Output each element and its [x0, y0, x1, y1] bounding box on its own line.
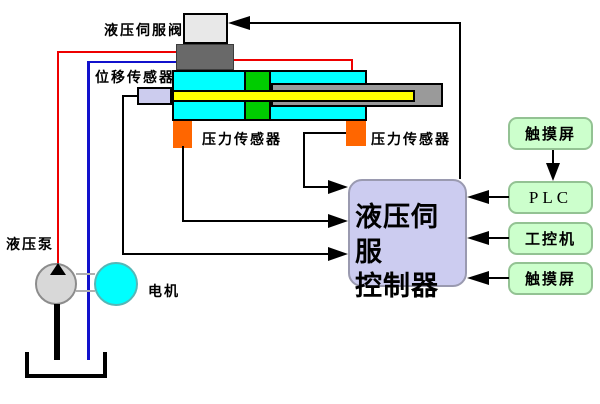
ipc-box: 工控机 [508, 222, 593, 255]
motor-label: 电机 [148, 284, 180, 300]
pump-suction-pipe [54, 304, 60, 360]
valve-command-line-horizontal [245, 22, 461, 24]
hmi-to-controller-line [488, 277, 509, 279]
servo-valve-body [176, 44, 234, 70]
valve-command-arrowhead [228, 16, 250, 30]
displacement-feedback-h2 [122, 253, 332, 255]
displacement-feedback-arrowhead [328, 247, 348, 261]
ipc-to-controller-line [488, 237, 509, 239]
pump-circle [35, 263, 77, 305]
coupling-line-top [76, 273, 95, 275]
pressure-right-feedback-arrowhead [328, 180, 348, 194]
plc-to-controller-arrowhead [467, 190, 489, 204]
plc-to-controller-line [488, 196, 509, 198]
oil-tank [25, 352, 107, 378]
pressure-right-feedback-h1 [303, 132, 346, 134]
motor-circle [94, 262, 138, 306]
hmi-bottom-box: 触摸屏 [508, 262, 593, 295]
displacement-sensor-box [137, 87, 172, 105]
hmi-bottom-label: 触摸屏 [524, 270, 576, 288]
pressure-right-feedback-v [303, 132, 305, 188]
displacement-sensor-label: 位移传感器 [95, 70, 175, 86]
plc-label: PLC [528, 187, 573, 207]
pump-flow-triangle [50, 263, 66, 275]
controller-label-line1: 液压伺服 [355, 202, 439, 268]
supply-line-red-horizontal [57, 51, 177, 53]
pressure-left-feedback-v [182, 146, 184, 222]
valve-command-line-vertical [459, 22, 461, 179]
piston-rod-yellow [172, 90, 415, 102]
pressure-sensor-left [173, 121, 192, 148]
hmi-top-box: 触摸屏 [508, 117, 593, 150]
servo-valve-label: 液压伺服阀 [104, 23, 184, 39]
displacement-feedback-h1 [122, 95, 138, 97]
coupling-line-bottom [76, 290, 95, 292]
ipc-to-controller-arrowhead [467, 231, 489, 245]
pump-label: 液压泵 [6, 237, 54, 253]
ipc-label: 工控机 [524, 230, 576, 248]
plc-box: PLC [508, 181, 593, 214]
hmi-to-plc-arrowhead [546, 163, 560, 181]
pressure-sensor-left-label: 压力传感器 [202, 132, 282, 148]
pressure-sensor-right [346, 121, 366, 146]
return-line-blue-horizontal [87, 61, 177, 63]
rod-side-line-red-horizontal [232, 59, 353, 61]
controller-label-line2: 控制器 [355, 271, 439, 303]
hmi-to-plc-line [552, 150, 554, 165]
hmi-top-label: 触摸屏 [524, 125, 576, 143]
rod-side-line-red-vertical [351, 59, 353, 72]
controller-box: 液压伺服 控制器 [348, 179, 467, 302]
pressure-left-feedback-arrowhead [328, 214, 348, 228]
pressure-left-feedback-h [182, 220, 332, 222]
displacement-feedback-v [122, 95, 124, 255]
pressure-right-feedback-h2 [303, 186, 332, 188]
pressure-sensor-right-label: 压力传感器 [371, 132, 451, 148]
return-line-blue-vertical [87, 61, 90, 360]
supply-line-red-vertical [57, 51, 59, 264]
servo-valve-solenoid [183, 13, 228, 44]
hmi-to-controller-arrowhead [467, 271, 489, 285]
